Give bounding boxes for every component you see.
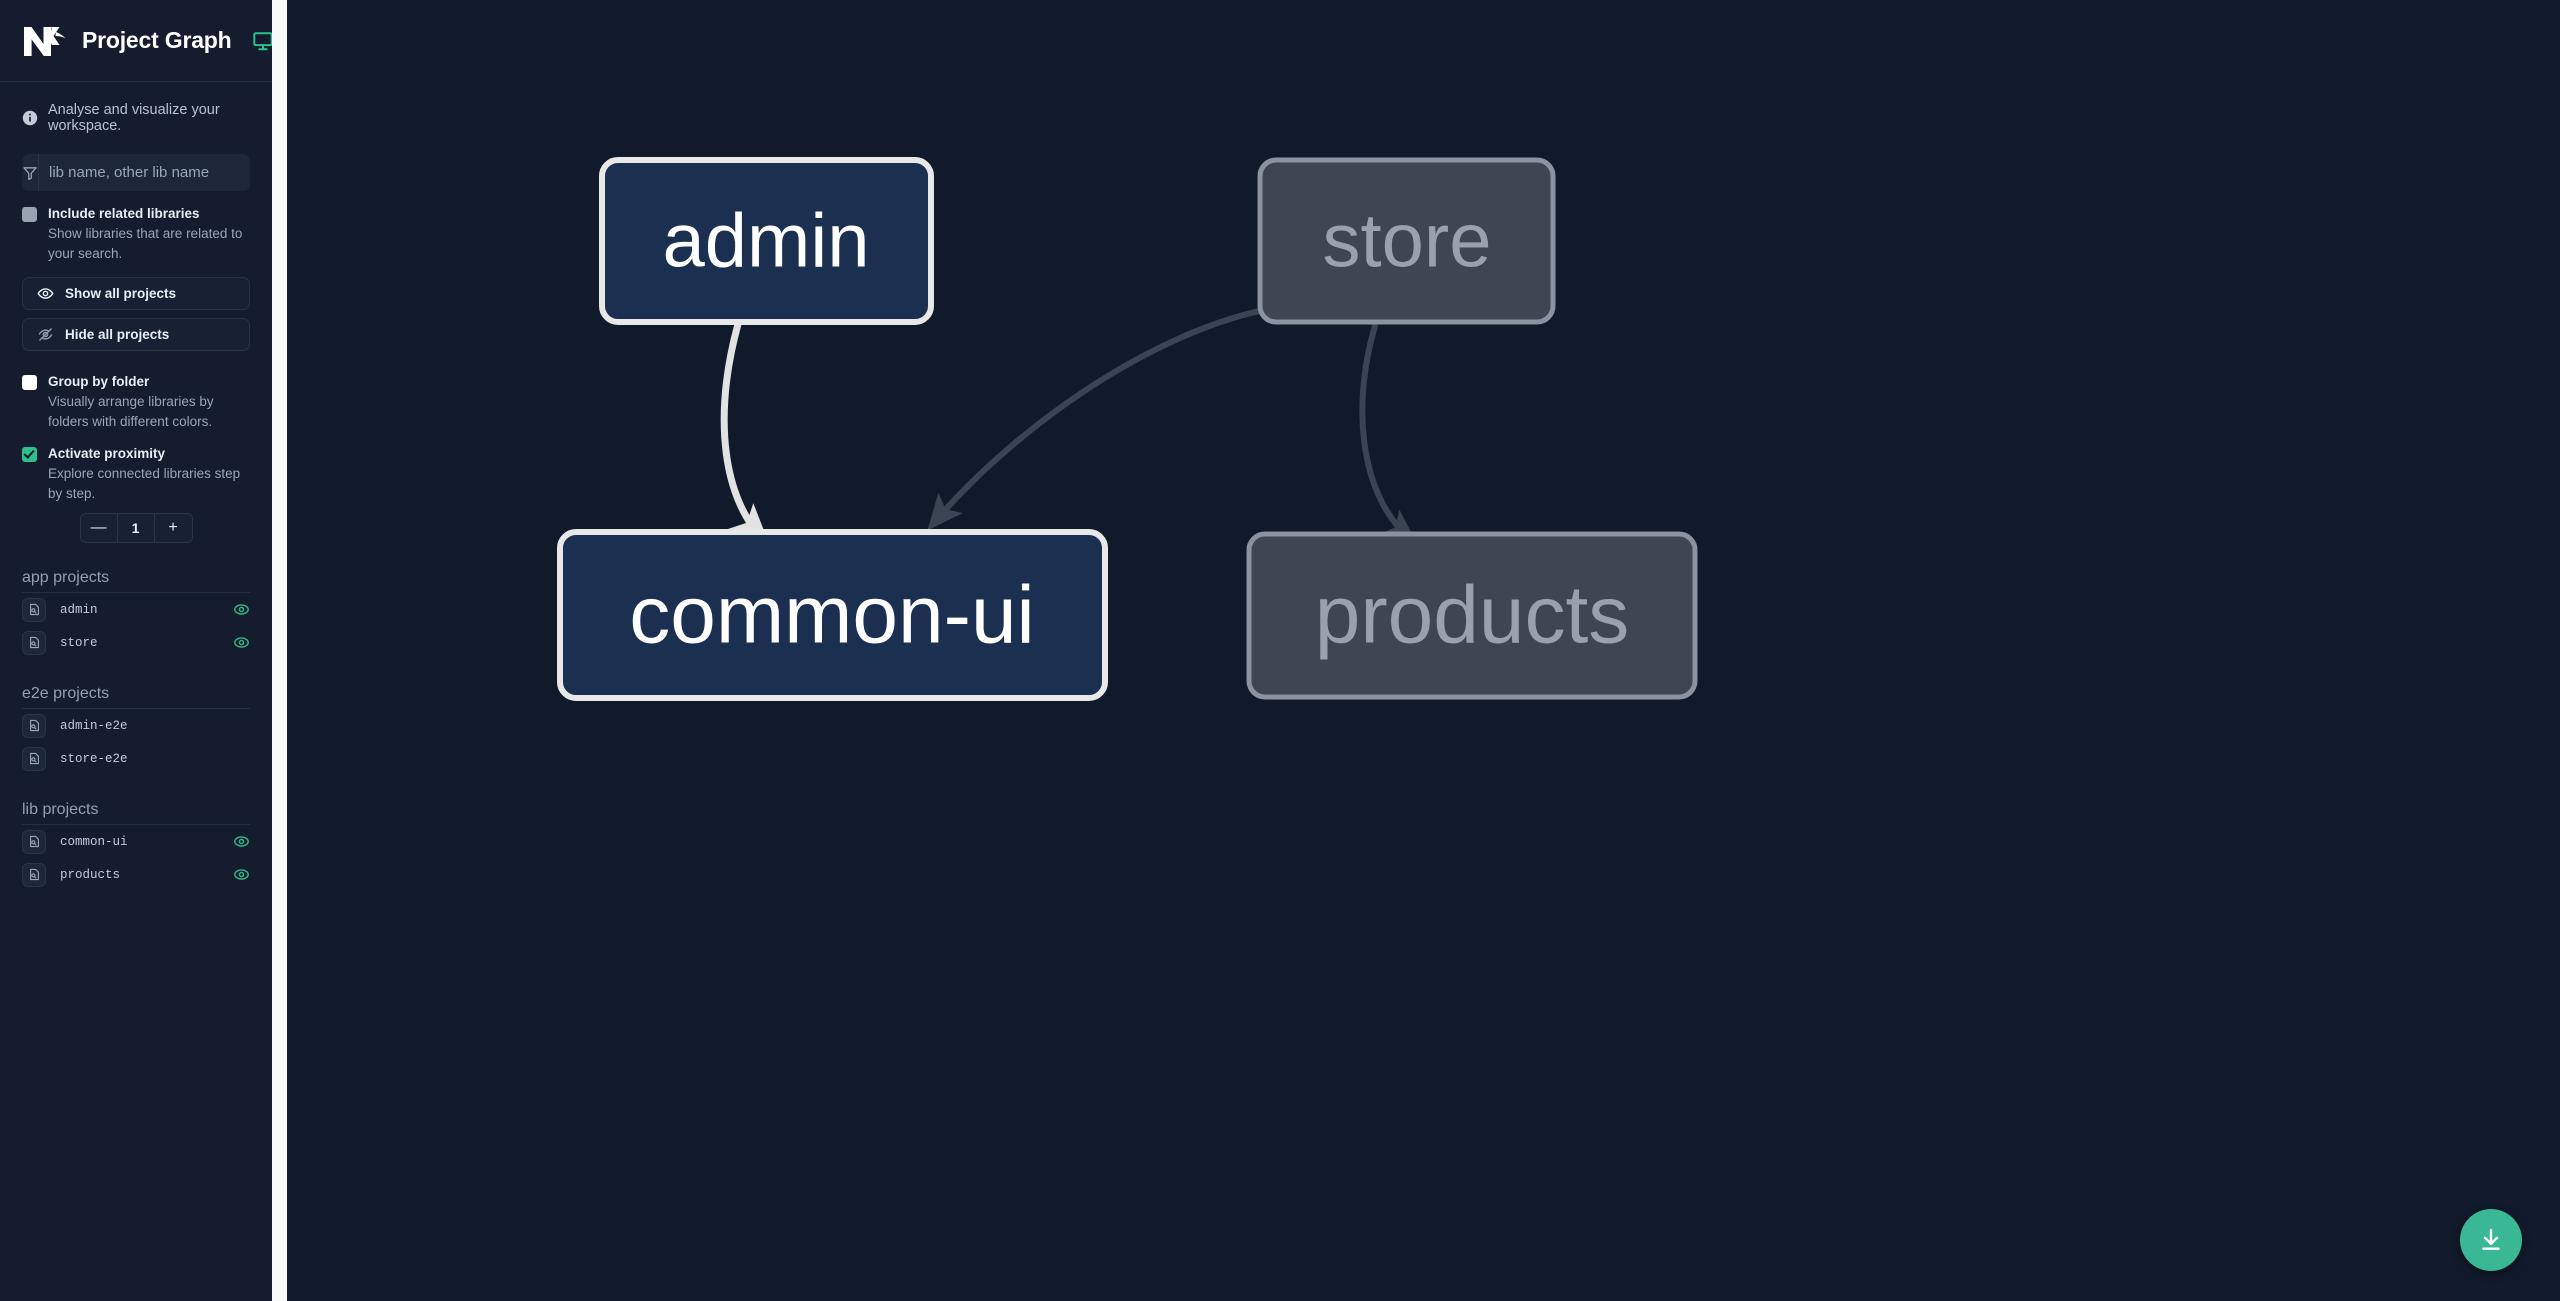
section-title-app-projects: app projects bbox=[22, 569, 250, 594]
eye-icon bbox=[37, 288, 54, 299]
include-related-libraries-description: Show libraries that are related to your … bbox=[48, 226, 243, 261]
sidebar: Project Graph Analyse and visualize your… bbox=[0, 0, 272, 1301]
download-icon bbox=[2482, 1229, 2500, 1250]
tagline: Analyse and visualize your workspace. bbox=[0, 82, 272, 148]
filter-funnel-icon bbox=[22, 154, 39, 191]
project-visibility-eye-icon-admin[interactable] bbox=[233, 601, 250, 618]
project-visibility-eye-icon-products[interactable] bbox=[233, 866, 250, 883]
edge-admin-to-common-ui[interactable] bbox=[720, 320, 770, 546]
section-title-e2e-projects: e2e projects bbox=[22, 685, 250, 710]
section-lib-projects: lib projects common-ui bbox=[0, 801, 272, 891]
section-app-projects: app projects admin bbox=[0, 569, 272, 659]
project-row-admin-e2e[interactable]: admin-e2e bbox=[22, 709, 250, 742]
group-by-folder-label: Group by folder bbox=[48, 374, 150, 390]
edge-store-to-common-ui[interactable] bbox=[927, 305, 1277, 531]
project-file-icon bbox=[22, 713, 46, 738]
project-row-common-ui[interactable]: common-ui bbox=[22, 825, 250, 858]
project-visibility-eye-icon-store[interactable] bbox=[233, 634, 250, 651]
graph-node-store[interactable]: store bbox=[1257, 157, 1556, 325]
search-section bbox=[0, 148, 272, 191]
search-box[interactable] bbox=[22, 154, 250, 191]
project-name-products: products bbox=[60, 867, 121, 882]
project-name-common-ui: common-ui bbox=[60, 834, 128, 849]
eye-off-icon bbox=[38, 328, 53, 342]
section-title-lib-projects: lib projects bbox=[22, 801, 250, 826]
monitor-icon[interactable] bbox=[252, 30, 272, 52]
project-file-icon bbox=[22, 597, 46, 622]
sidebar-header: Project Graph bbox=[0, 0, 272, 82]
graph-node-admin[interactable]: admin bbox=[599, 157, 934, 325]
project-name-store: store bbox=[60, 635, 98, 650]
activate-proximity-description: Explore connected libraries step by step… bbox=[48, 466, 241, 501]
sidebar-resize-handle[interactable] bbox=[272, 0, 287, 1301]
graph-node-common-ui[interactable]: common-ui bbox=[557, 529, 1108, 701]
project-file-icon bbox=[22, 862, 46, 887]
option-activate-proximity[interactable]: Activate proximity Explore connected lib… bbox=[0, 431, 272, 503]
project-file-icon bbox=[22, 829, 46, 854]
group-by-folder-checkbox[interactable] bbox=[22, 375, 37, 391]
graph-node-label-products: products bbox=[1315, 570, 1630, 661]
graph-node-products[interactable]: products bbox=[1246, 531, 1698, 700]
graph-edges bbox=[720, 305, 1418, 546]
graph-node-label-store: store bbox=[1323, 199, 1492, 284]
activate-proximity-checkbox[interactable] bbox=[22, 447, 37, 463]
graph-node-label-common-ui: common-ui bbox=[629, 570, 1035, 661]
include-related-libraries-checkbox[interactable] bbox=[22, 207, 37, 222]
option-group-by-folder[interactable]: Group by folder Visually arrange librari… bbox=[0, 359, 272, 431]
project-file-icon bbox=[22, 746, 46, 771]
project-row-store[interactable]: store bbox=[22, 626, 250, 659]
sidebar-scroll-area[interactable]: Project Graph Analyse and visualize your… bbox=[0, 0, 272, 1301]
graph-node-label-admin: admin bbox=[663, 199, 870, 284]
proximity-decrement-button[interactable]: — bbox=[80, 514, 118, 543]
project-row-products[interactable]: products bbox=[22, 858, 250, 891]
show-all-projects-label: Show all projects bbox=[65, 286, 177, 302]
project-row-store-e2e[interactable]: store-e2e bbox=[22, 742, 250, 775]
project-name-store-e2e: store-e2e bbox=[60, 751, 128, 766]
project-row-admin[interactable]: admin bbox=[22, 593, 250, 626]
section-e2e-projects: e2e projects admin-e2e store-e2e bbox=[0, 685, 272, 775]
project-file-icon bbox=[22, 630, 46, 655]
show-all-projects-button[interactable]: Show all projects bbox=[22, 277, 250, 311]
hide-all-projects-label: Hide all projects bbox=[65, 327, 170, 343]
info-icon bbox=[22, 110, 38, 126]
project-visibility-eye-icon-common-ui[interactable] bbox=[233, 833, 250, 850]
edge-store-to-products[interactable] bbox=[1359, 323, 1418, 545]
group-by-folder-description: Visually arrange libraries by folders wi… bbox=[48, 394, 214, 429]
proximity-stepper: — 1 + bbox=[0, 503, 272, 544]
search-input[interactable] bbox=[39, 154, 250, 191]
graph-nodes: admin store common-ui products bbox=[557, 157, 1698, 701]
hide-all-projects-button[interactable]: Hide all projects bbox=[22, 318, 250, 352]
proximity-increment-button[interactable]: + bbox=[154, 514, 192, 543]
activate-proximity-label: Activate proximity bbox=[48, 446, 166, 462]
project-name-admin-e2e: admin-e2e bbox=[60, 718, 128, 733]
download-graph-button[interactable] bbox=[2460, 1209, 2522, 1271]
option-include-related-libraries[interactable]: Include related libraries Show libraries… bbox=[0, 191, 272, 263]
proximity-value: 1 bbox=[117, 514, 155, 543]
page-title: Project Graph bbox=[82, 27, 232, 53]
graph-canvas[interactable]: admin store common-ui products bbox=[272, 0, 2560, 1301]
visibility-buttons: Show all projects Hide all projects bbox=[0, 263, 272, 352]
nx-logo-icon bbox=[22, 24, 68, 58]
project-name-admin: admin bbox=[60, 602, 98, 617]
include-related-libraries-label: Include related libraries bbox=[48, 206, 200, 221]
tagline-text: Analyse and visualize your workspace. bbox=[48, 102, 220, 134]
